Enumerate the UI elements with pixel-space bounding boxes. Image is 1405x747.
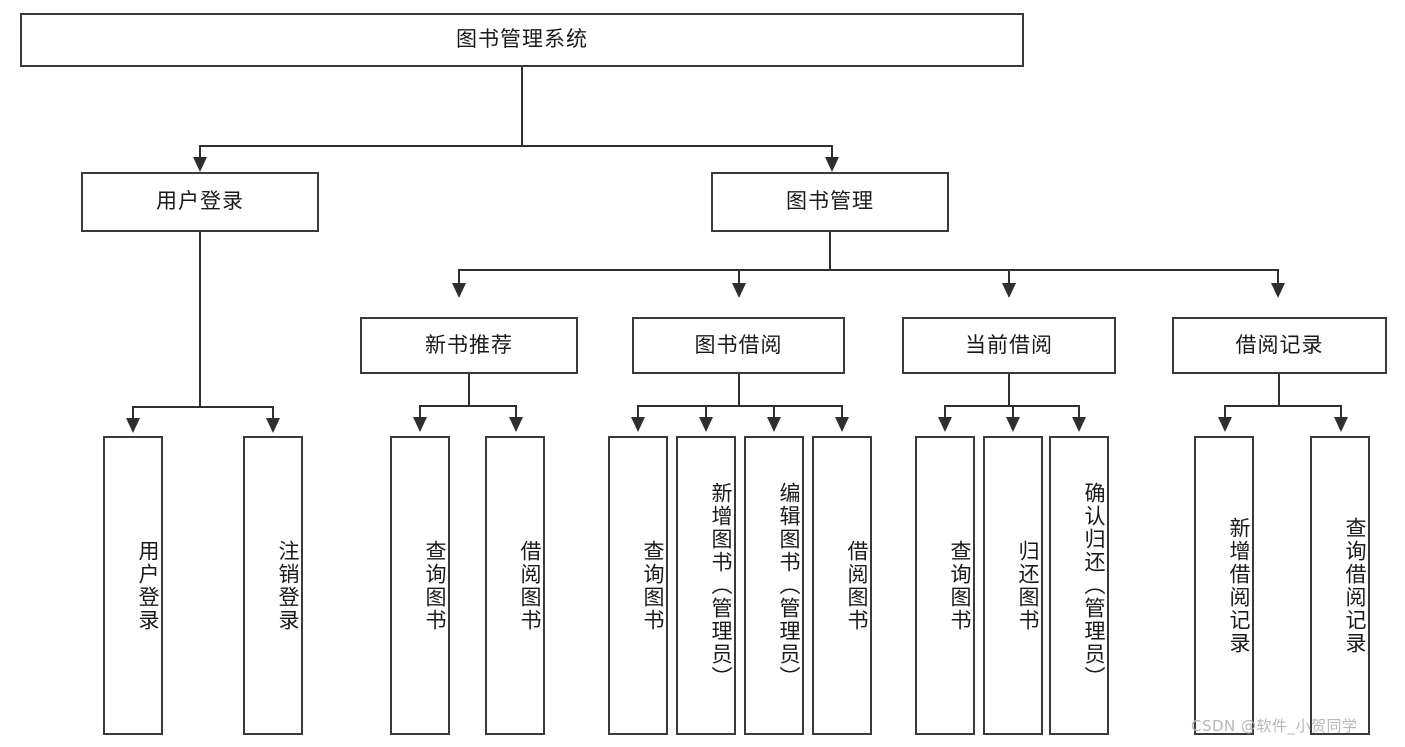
edge-current-borrow-leaf1 bbox=[944, 405, 946, 421]
edge-borrow-record-trunk bbox=[1278, 374, 1280, 406]
arrow-current-borrow-leaf3-icon bbox=[1072, 417, 1086, 432]
arrow-root-to-user-login-icon bbox=[193, 157, 207, 172]
edge-borrow-record-leaf2 bbox=[1340, 405, 1342, 421]
edge-user-login-bar bbox=[132, 406, 274, 408]
edge-new-book-leaf2 bbox=[515, 405, 517, 421]
edge-user-login-trunk bbox=[199, 232, 201, 408]
node-label: 新书推荐 bbox=[425, 332, 513, 357]
arrow-book-borrow-leaf1-icon bbox=[631, 417, 645, 432]
edge-book-borrow-bar bbox=[637, 405, 843, 407]
leaf-current-borrow-return[interactable]: 归还图书 bbox=[983, 436, 1043, 735]
node-label: 查询图书 bbox=[423, 539, 447, 632]
edge-user-login-leaf1 bbox=[132, 406, 134, 422]
node-label: 用户登录 bbox=[136, 539, 160, 632]
arrow-borrow-record-leaf1-icon bbox=[1218, 417, 1232, 432]
arrow-user-login-leaf1-icon bbox=[126, 418, 140, 433]
leaf-user-login-login[interactable]: 用户登录 bbox=[103, 436, 163, 735]
leaf-book-borrow-add-admin[interactable]: 新增图书（管理员） bbox=[676, 436, 736, 735]
leaf-new-book-query[interactable]: 查询图书 bbox=[390, 436, 450, 735]
node-label: 图书管理系统 bbox=[456, 27, 588, 52]
arrow-book-borrow-leaf3-icon bbox=[767, 417, 781, 432]
leaf-current-borrow-query[interactable]: 查询图书 bbox=[915, 436, 975, 735]
edge-root-bar bbox=[199, 145, 833, 147]
arrow-current-borrow-leaf2-icon bbox=[1006, 417, 1020, 432]
edge-book-borrow-leaf2 bbox=[705, 405, 707, 421]
node-new-book-recommend[interactable]: 新书推荐 bbox=[360, 317, 578, 374]
edge-borrow-record-leaf1 bbox=[1224, 405, 1226, 421]
edge-root-to-book-management bbox=[831, 145, 833, 161]
leaf-new-book-borrow[interactable]: 借阅图书 bbox=[485, 436, 545, 735]
leaf-current-borrow-confirm-admin[interactable]: 确认归还（管理员） bbox=[1049, 436, 1109, 735]
node-label: 借阅记录 bbox=[1235, 332, 1324, 357]
edge-book-borrow-leaf1 bbox=[637, 405, 639, 421]
edge-new-book-trunk bbox=[468, 374, 470, 406]
arrow-current-borrow-leaf1-icon bbox=[938, 417, 952, 432]
edge-current-borrow-leaf3 bbox=[1078, 405, 1080, 421]
arrow-bm-to-borrow-record-icon bbox=[1271, 283, 1285, 298]
node-label: 图书管理 bbox=[786, 189, 874, 214]
leaf-borrow-record-query[interactable]: 查询借阅记录 bbox=[1310, 436, 1370, 735]
node-label: 查询借阅记录 bbox=[1343, 516, 1367, 655]
node-label: 注销登录 bbox=[276, 539, 300, 632]
arrow-bm-to-book-borrow-icon bbox=[732, 283, 746, 298]
edge-bm-to-new-book bbox=[458, 269, 460, 287]
edge-current-borrow-trunk bbox=[1008, 374, 1010, 406]
arrow-new-book-leaf2-icon bbox=[509, 417, 523, 432]
node-label: 借阅图书 bbox=[518, 539, 542, 632]
edge-book-management-bar bbox=[458, 269, 1279, 271]
arrow-root-to-book-management-icon bbox=[825, 157, 839, 172]
edge-root-to-user-login bbox=[199, 145, 201, 161]
csdn-watermark: CSDN @软件_小贺同学 bbox=[1191, 717, 1358, 735]
node-label: 查询图书 bbox=[948, 539, 972, 632]
edge-book-borrow-trunk bbox=[738, 374, 740, 406]
leaf-book-borrow-query[interactable]: 查询图书 bbox=[608, 436, 668, 735]
leaf-user-login-logout[interactable]: 注销登录 bbox=[243, 436, 303, 735]
edge-current-borrow-leaf2 bbox=[1012, 405, 1014, 421]
node-current-borrow[interactable]: 当前借阅 bbox=[902, 317, 1116, 374]
edge-bm-to-current-borrow bbox=[1008, 269, 1010, 287]
node-label: 新增图书（管理员） bbox=[709, 482, 733, 689]
edge-borrow-record-bar bbox=[1224, 405, 1342, 407]
node-label: 借阅图书 bbox=[845, 539, 869, 632]
node-book-borrow[interactable]: 图书借阅 bbox=[632, 317, 845, 374]
leaf-borrow-record-add[interactable]: 新增借阅记录 bbox=[1194, 436, 1254, 735]
node-label: 新增借阅记录 bbox=[1227, 516, 1251, 655]
node-label: 图书借阅 bbox=[694, 332, 783, 357]
node-book-management[interactable]: 图书管理 bbox=[711, 172, 949, 232]
edge-user-login-leaf2 bbox=[272, 406, 274, 422]
edge-new-book-leaf1 bbox=[419, 405, 421, 421]
edge-root-trunk bbox=[521, 67, 523, 145]
node-root-library-management-system[interactable]: 图书管理系统 bbox=[20, 13, 1024, 67]
arrow-borrow-record-leaf2-icon bbox=[1334, 417, 1348, 432]
edge-book-borrow-leaf3 bbox=[773, 405, 775, 421]
arrow-bm-to-current-borrow-icon bbox=[1002, 283, 1016, 298]
edge-bm-to-borrow-record bbox=[1277, 269, 1279, 287]
arrow-new-book-leaf1-icon bbox=[413, 417, 427, 432]
node-label: 用户登录 bbox=[156, 189, 244, 214]
arrow-book-borrow-leaf4-icon bbox=[835, 417, 849, 432]
node-label: 确认归还（管理员） bbox=[1082, 482, 1106, 689]
node-label: 查询图书 bbox=[641, 539, 665, 632]
arrow-bm-to-new-book-icon bbox=[452, 283, 466, 298]
node-label: 当前借阅 bbox=[965, 332, 1053, 357]
node-borrow-record[interactable]: 借阅记录 bbox=[1172, 317, 1387, 374]
arrow-book-borrow-leaf2-icon bbox=[699, 417, 713, 432]
edge-bm-to-book-borrow bbox=[738, 269, 740, 287]
arrow-user-login-leaf2-icon bbox=[266, 418, 280, 433]
node-label: 归还图书 bbox=[1016, 539, 1040, 632]
node-label: 编辑图书（管理员） bbox=[777, 482, 801, 689]
node-user-login[interactable]: 用户登录 bbox=[81, 172, 319, 232]
edge-book-management-trunk bbox=[829, 232, 831, 270]
edge-new-book-bar bbox=[419, 405, 517, 407]
leaf-book-borrow-borrow[interactable]: 借阅图书 bbox=[812, 436, 872, 735]
leaf-book-borrow-edit-admin[interactable]: 编辑图书（管理员） bbox=[744, 436, 804, 735]
edge-book-borrow-leaf4 bbox=[841, 405, 843, 421]
